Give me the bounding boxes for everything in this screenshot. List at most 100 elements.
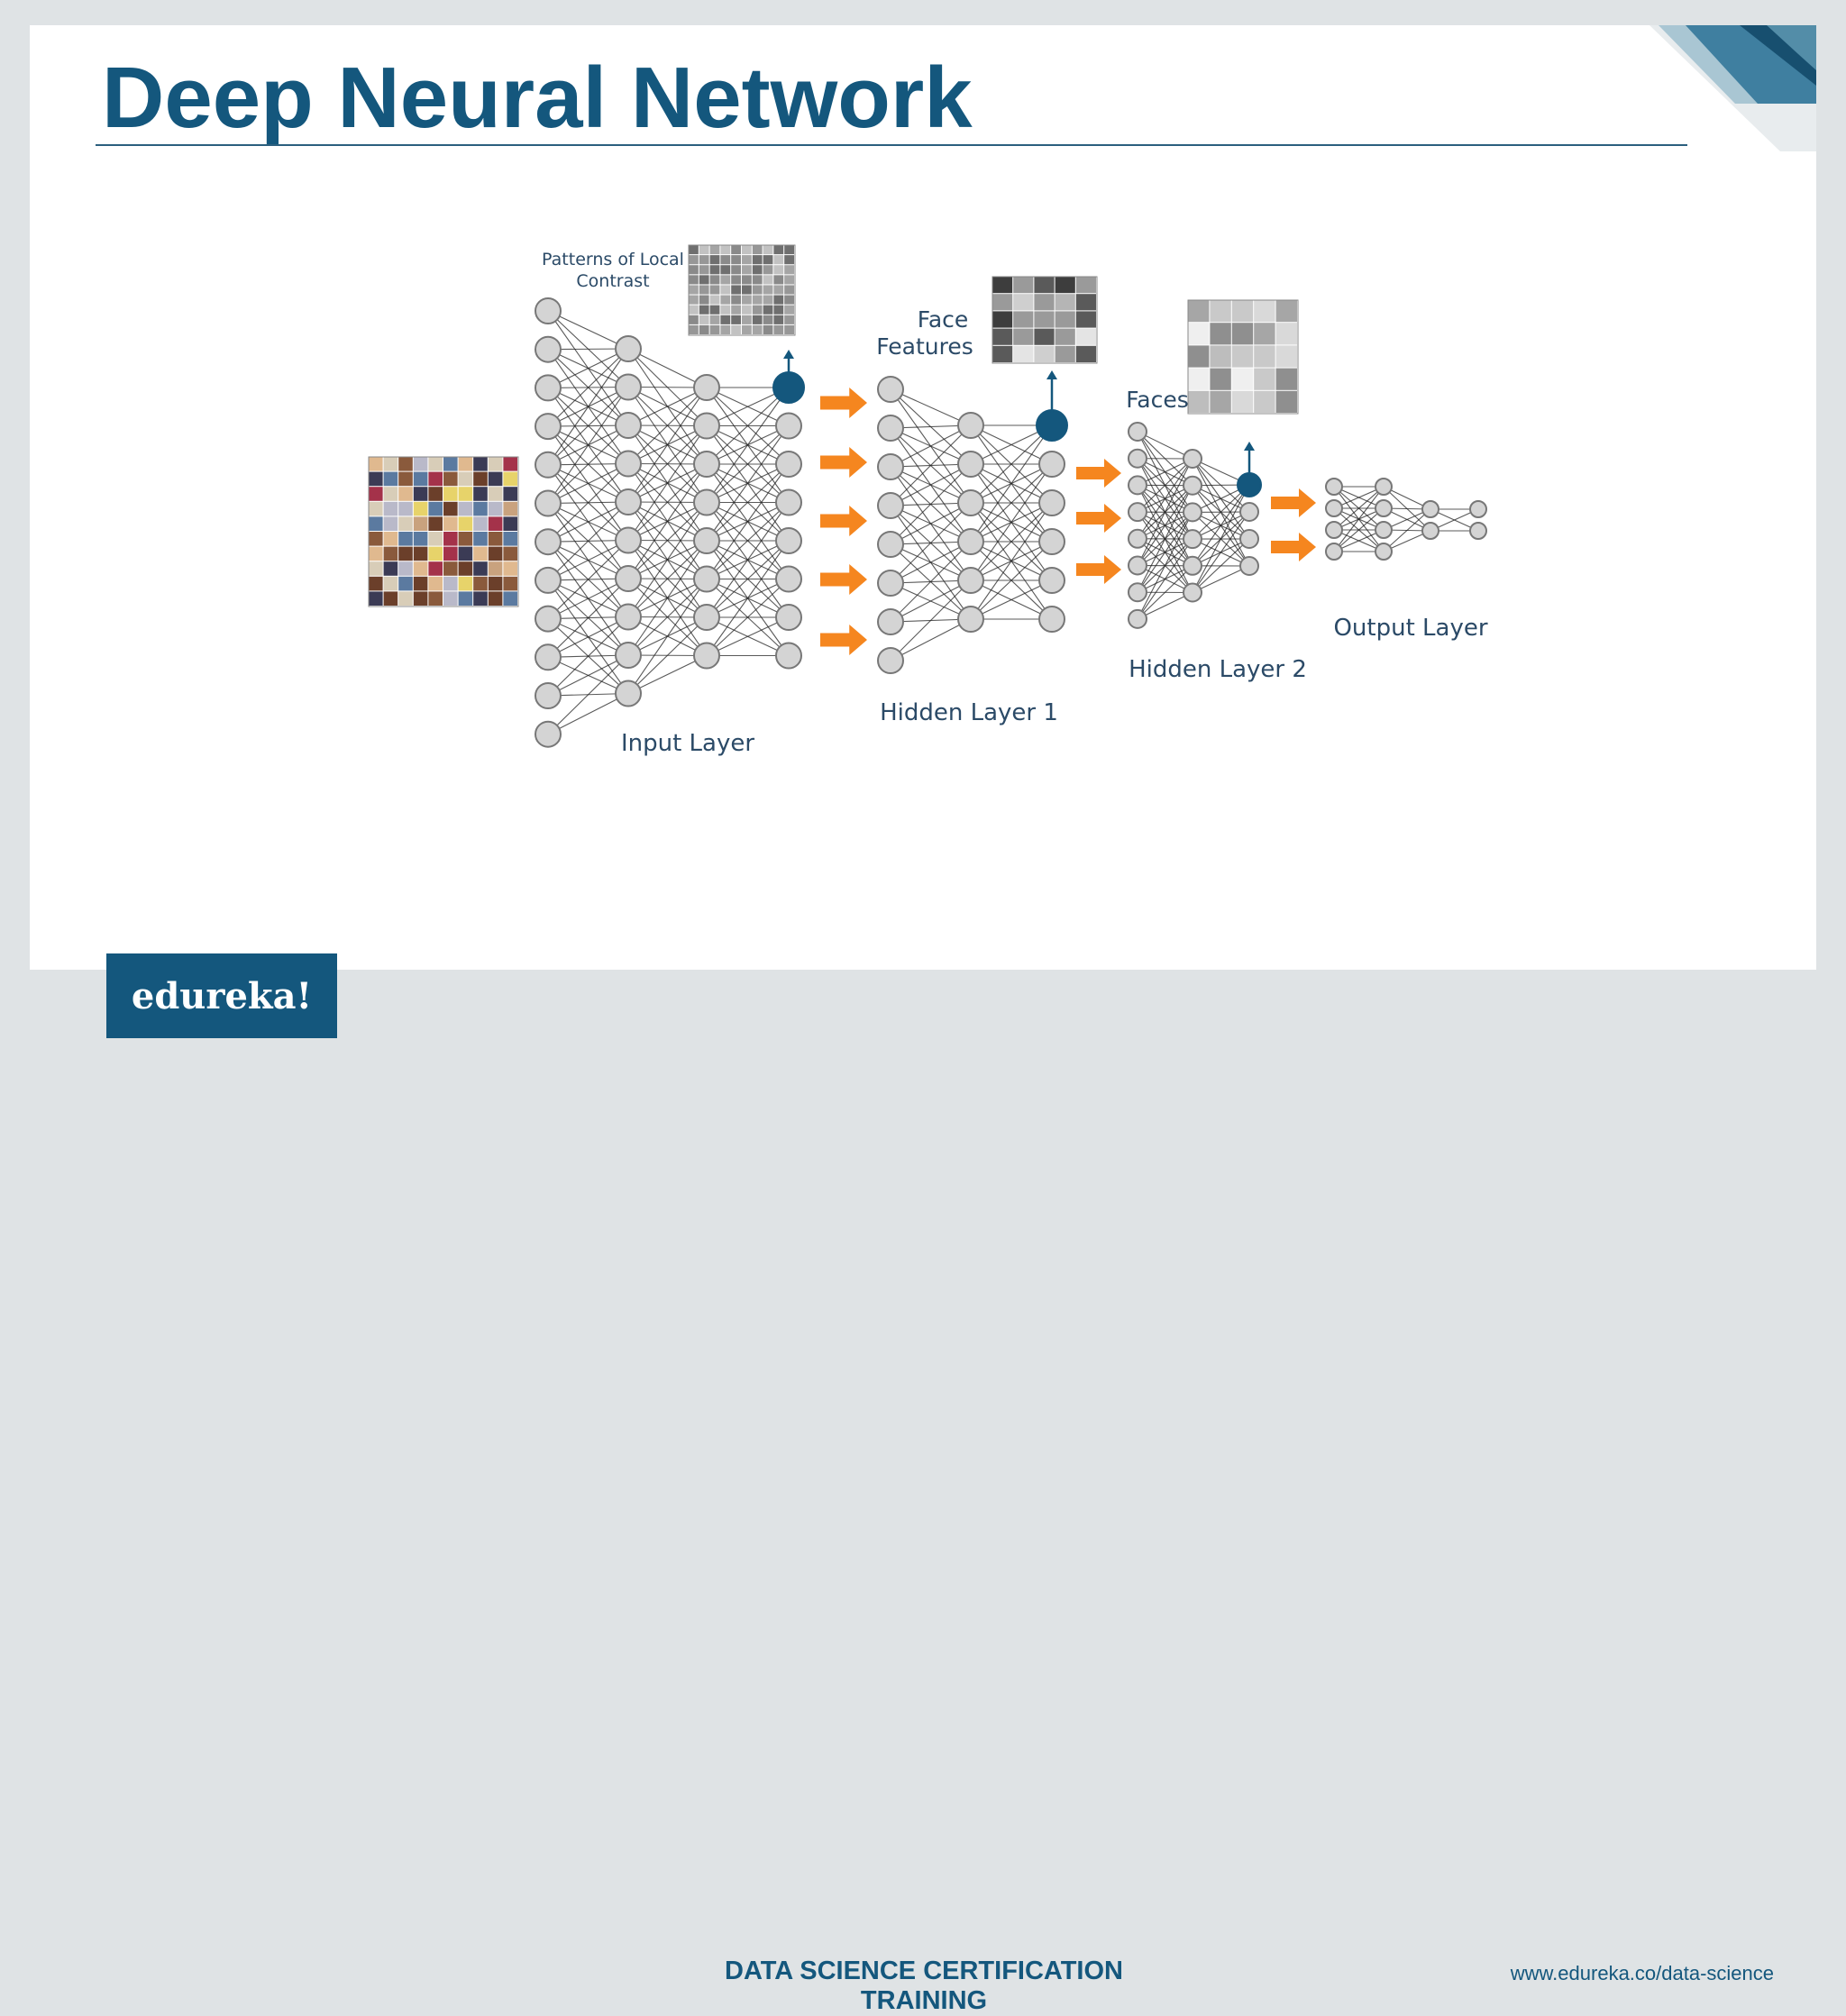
output-node bbox=[1422, 501, 1439, 517]
hidden2-highlight-node bbox=[1238, 473, 1261, 497]
neural-network-diagram: Patterns of Local Contrast Face Features… bbox=[0, 0, 1846, 1038]
face-features-label-line2: Features bbox=[876, 333, 973, 360]
input-layer-label: Input Layer bbox=[621, 730, 754, 757]
hidden1-node bbox=[878, 570, 903, 596]
input-node bbox=[616, 375, 641, 400]
faces-label: Faces bbox=[1126, 387, 1189, 413]
input-node bbox=[776, 528, 801, 553]
hidden2-node bbox=[1129, 583, 1147, 601]
logo-text: edureka! bbox=[132, 975, 312, 1017]
input-node bbox=[694, 567, 719, 592]
input-node bbox=[535, 337, 561, 362]
input-node bbox=[616, 681, 641, 707]
flow-arrow bbox=[820, 564, 867, 595]
output-node bbox=[1375, 500, 1392, 516]
hidden2-node bbox=[1129, 423, 1147, 441]
output-node bbox=[1375, 522, 1392, 538]
hidden1-node bbox=[878, 648, 903, 673]
hidden2-edge bbox=[1193, 512, 1249, 593]
hidden2-node bbox=[1129, 610, 1147, 628]
output-layer-label: Output Layer bbox=[1333, 615, 1487, 642]
faces-thumbnail bbox=[1188, 300, 1298, 414]
output-node bbox=[1470, 523, 1486, 539]
input-node bbox=[535, 683, 561, 708]
hidden2-node bbox=[1240, 557, 1258, 575]
input-node bbox=[535, 722, 561, 747]
hidden2-node bbox=[1183, 477, 1202, 495]
input-edge bbox=[628, 579, 707, 694]
output-node bbox=[1326, 479, 1342, 495]
input-node bbox=[616, 489, 641, 515]
output-node bbox=[1326, 543, 1342, 560]
patterns-label-line1: Patterns of Local bbox=[542, 250, 684, 269]
hidden2-node bbox=[1183, 557, 1202, 575]
hidden2-node bbox=[1129, 530, 1147, 548]
hidden1-node bbox=[958, 529, 983, 554]
input-node bbox=[616, 452, 641, 477]
output-node bbox=[1326, 522, 1342, 538]
flow-arrow bbox=[820, 447, 867, 478]
hidden2-node bbox=[1240, 503, 1258, 521]
input-node bbox=[776, 414, 801, 439]
input-up-arrowhead bbox=[783, 350, 794, 359]
flow-arrow bbox=[820, 506, 867, 536]
hidden1-node bbox=[1039, 607, 1065, 632]
hidden-layer-2-label: Hidden Layer 2 bbox=[1129, 656, 1307, 683]
input-node bbox=[776, 605, 801, 630]
hidden1-node bbox=[878, 493, 903, 518]
website-url: www.edureka.co/data-science bbox=[1511, 1962, 1774, 1985]
hidden2-node bbox=[1183, 530, 1202, 548]
input-node bbox=[776, 490, 801, 515]
hidden1-node bbox=[958, 413, 983, 438]
flow-arrow bbox=[1076, 459, 1121, 488]
hidden2-node bbox=[1129, 450, 1147, 468]
input-node bbox=[694, 528, 719, 553]
output-node bbox=[1375, 543, 1392, 560]
input-node bbox=[776, 643, 801, 669]
hidden2-edge bbox=[1138, 539, 1193, 619]
input-node bbox=[694, 643, 719, 669]
flow-arrow bbox=[820, 388, 867, 418]
input-node bbox=[535, 644, 561, 670]
input-node bbox=[535, 452, 561, 478]
input-node bbox=[535, 491, 561, 516]
hidden2-node bbox=[1240, 530, 1258, 548]
input-node bbox=[776, 452, 801, 477]
hidden2-node bbox=[1129, 476, 1147, 494]
input-node bbox=[535, 529, 561, 554]
input-node bbox=[616, 413, 641, 438]
hidden1-node bbox=[878, 532, 903, 557]
hidden1-node bbox=[878, 609, 903, 634]
hidden-layer-1-label: Hidden Layer 1 bbox=[880, 699, 1058, 726]
hidden1-node bbox=[1039, 529, 1065, 554]
input-node bbox=[776, 567, 801, 592]
hidden2-up-arrowhead bbox=[1244, 442, 1255, 451]
input-node bbox=[694, 414, 719, 439]
input-node bbox=[694, 452, 719, 477]
input-node bbox=[535, 375, 561, 400]
input-node bbox=[535, 607, 561, 632]
hidden2-node bbox=[1183, 503, 1202, 521]
hidden1-node bbox=[958, 490, 983, 515]
output-node bbox=[1422, 523, 1439, 539]
face-features-thumbnail bbox=[992, 277, 1097, 363]
hidden2-node bbox=[1183, 450, 1202, 468]
hidden1-node bbox=[1039, 568, 1065, 593]
hidden1-node bbox=[878, 454, 903, 479]
input-node bbox=[616, 605, 641, 630]
local-contrast-thumbnail bbox=[689, 245, 795, 335]
hidden1-node bbox=[1039, 490, 1065, 515]
face-collage-input bbox=[369, 457, 518, 607]
input-node bbox=[535, 414, 561, 439]
patterns-label-line2: Contrast bbox=[576, 271, 649, 291]
input-node bbox=[616, 566, 641, 591]
hidden1-up-arrowhead bbox=[1046, 370, 1057, 379]
face-features-label-line1: Face bbox=[918, 306, 969, 333]
input-node bbox=[535, 568, 561, 593]
input-node bbox=[616, 336, 641, 361]
hidden1-node bbox=[958, 568, 983, 593]
hidden1-node bbox=[878, 415, 903, 441]
input-node bbox=[694, 375, 719, 400]
hidden1-node bbox=[958, 452, 983, 477]
hidden1-node bbox=[878, 377, 903, 402]
